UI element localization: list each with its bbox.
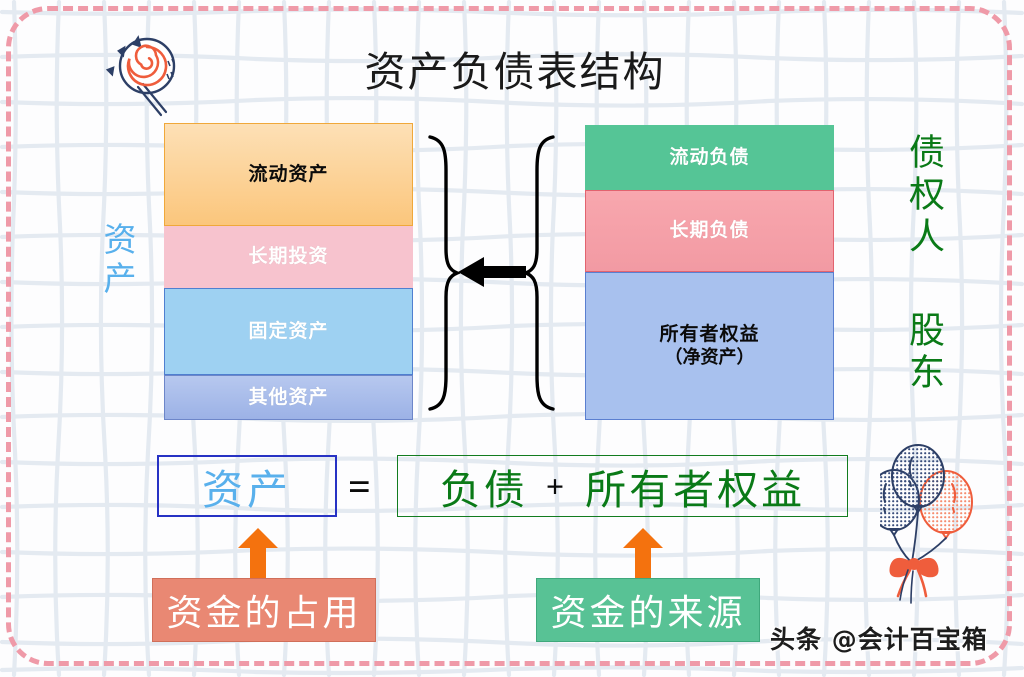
block-sublabel: （净资产） [664, 346, 755, 368]
block-label: 长期负债 [669, 219, 750, 242]
block-label: 长期投资 [248, 245, 329, 268]
block-other-asset[interactable]: 其他资产 [164, 375, 413, 420]
liability-equity-stack: 流动负债 长期负债 所有者权益 （净资产） [585, 125, 834, 420]
equation-equals-sign: = [348, 464, 371, 509]
block-current-liability[interactable]: 流动负债 [585, 125, 834, 190]
block-longterm-investment[interactable]: 长期投资 [164, 226, 413, 288]
up-arrow-icon-left [238, 528, 278, 587]
block-label: 流动负债 [669, 145, 750, 168]
equation-plus-sign: + [545, 467, 568, 504]
side-label-creditor: 债权人 [904, 133, 944, 259]
block-label: 其他资产 [248, 385, 329, 408]
block-fixed-asset[interactable]: 固定资产 [164, 288, 413, 375]
up-arrow-icon-right [623, 528, 663, 587]
side-label-shareholder: 股东 [904, 311, 944, 395]
lollipop-icon [98, 26, 190, 131]
block-label: 所有者权益 [659, 322, 760, 345]
equation-right-box[interactable]: 负债 + 所有者权益 [397, 455, 848, 517]
equation-asset-box[interactable]: 资产 [157, 455, 337, 517]
block-owner-equity[interactable]: 所有者权益 （净资产） [585, 272, 834, 420]
caption-box-fund-source[interactable]: 资金的来源 [536, 578, 760, 642]
block-longterm-liability[interactable]: 长期负债 [585, 190, 834, 272]
equation-liability-label: 负债 [439, 467, 528, 513]
watermark-text: 头条 @会计百宝箱 [770, 625, 988, 654]
block-label: 流动资产 [248, 162, 329, 185]
equation-equity-label: 所有者权益 [585, 467, 806, 513]
page-title: 资产负债表结构 [364, 49, 666, 95]
side-label-asset: 资产 [98, 222, 134, 300]
balloons-icon [868, 440, 1000, 620]
caption-label: 资金的来源 [550, 593, 746, 633]
asset-stack: 流动资产 长期投资 固定资产 其他资产 [164, 123, 413, 420]
right-brace-icon [521, 134, 559, 417]
left-pointing-arrow-icon [458, 257, 526, 292]
caption-box-fund-occupation[interactable]: 资金的占用 [152, 578, 376, 642]
equation-asset-label: 资产 [202, 467, 292, 513]
left-brace-icon [424, 134, 462, 417]
block-current-asset[interactable]: 流动资产 [164, 123, 413, 226]
caption-label: 资金的占用 [166, 593, 362, 633]
block-label: 固定资产 [248, 319, 329, 342]
